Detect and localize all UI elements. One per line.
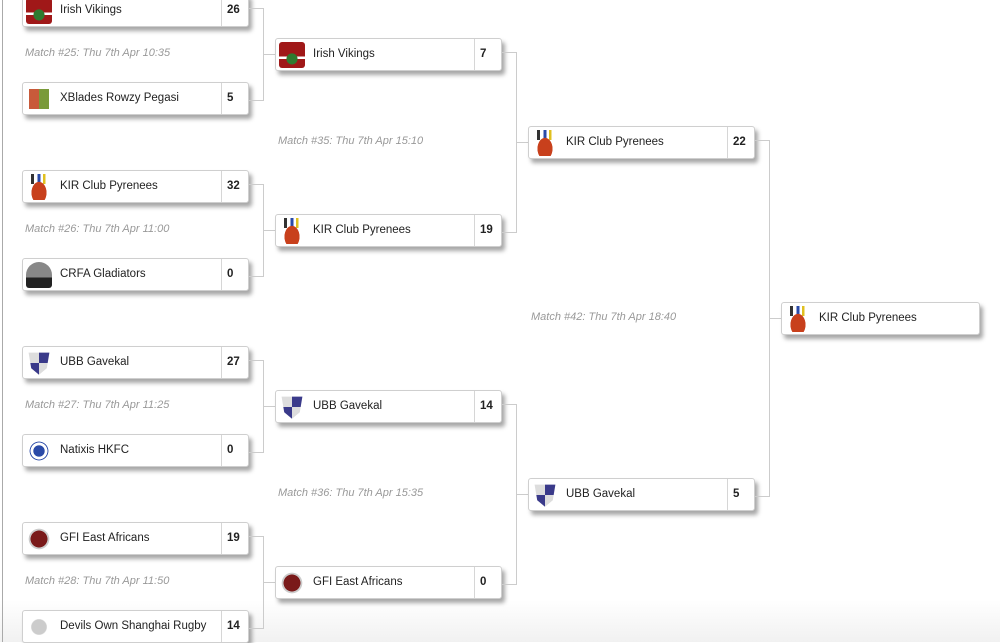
connector-line	[755, 140, 769, 141]
team-score: 14	[221, 611, 248, 642]
team-score: 19	[221, 523, 248, 554]
connector-line	[249, 276, 263, 277]
team-slot[interactable]: XBlades Rowzy Pegasi 5	[22, 82, 249, 115]
team-logo-icon	[534, 484, 556, 507]
team-slot[interactable]: Natixis HKFC 0	[22, 434, 249, 467]
connector-line	[263, 230, 275, 231]
team-slot[interactable]: Devils Own Shanghai Rugby 14	[22, 610, 249, 643]
team-name: KIR Club Pyrenees	[313, 224, 411, 236]
connector-line	[263, 406, 275, 407]
team-score: 0	[221, 435, 248, 466]
team-logo-icon	[532, 130, 558, 156]
match-label: Match #35: Thu 7th Apr 15:10	[278, 135, 424, 147]
connector-line	[249, 452, 263, 453]
team-slot[interactable]: KIR Club Pyrenees 32	[22, 170, 249, 203]
team-slot[interactable]: KIR Club Pyrenees 19	[275, 214, 502, 247]
team-logo-icon	[279, 570, 305, 596]
match-label: Match #42: Thu 7th Apr 18:40	[531, 311, 677, 323]
team-score: 0	[474, 567, 501, 598]
team-logo-icon	[281, 396, 303, 419]
connector-line	[263, 582, 275, 583]
team-logo-icon	[279, 218, 305, 244]
team-logo-icon	[279, 42, 305, 68]
match-label: Match #28: Thu 7th Apr 11:50	[25, 575, 170, 587]
team-logo-icon	[785, 306, 811, 332]
team-name: Irish Vikings	[313, 48, 375, 60]
connector-line	[249, 536, 263, 537]
team-slot[interactable]: GFI East Africans 19	[22, 522, 249, 555]
connector-line	[502, 232, 516, 233]
team-score: 5	[727, 479, 754, 510]
team-name: XBlades Rowzy Pegasi	[60, 92, 179, 104]
team-name: Natixis HKFC	[60, 444, 130, 456]
team-slot[interactable]: KIR Club Pyrenees 22	[528, 126, 755, 159]
team-name: CRFA Gladiators	[60, 268, 146, 280]
team-logo-icon	[26, 438, 52, 464]
team-logo-icon	[26, 614, 52, 640]
connector-line	[502, 584, 516, 585]
team-score: 14	[474, 391, 501, 422]
team-name: KIR Club Pyrenees	[819, 312, 917, 324]
connector-line	[502, 52, 516, 53]
team-logo-icon	[28, 352, 50, 375]
team-score: 26	[221, 0, 248, 26]
match-label: Match #36: Thu 7th Apr 15:35	[278, 487, 424, 499]
team-name: GFI East Africans	[313, 576, 403, 588]
team-name: KIR Club Pyrenees	[566, 136, 664, 148]
connector-line	[249, 360, 263, 361]
team-score: 7	[474, 39, 501, 70]
team-slot[interactable]: Irish Vikings 26	[22, 0, 249, 27]
team-logo-icon	[26, 262, 52, 288]
team-score: 32	[221, 171, 248, 202]
match-label: Match #26: Thu 7th Apr 11:00	[25, 223, 170, 235]
connector-line	[769, 318, 781, 319]
team-slot[interactable]: UBB Gavekal 5	[528, 478, 755, 511]
connector-line	[249, 8, 263, 9]
match-label: Match #25: Thu 7th Apr 10:35	[25, 47, 171, 59]
connector-line	[516, 494, 528, 495]
team-slot[interactable]: Irish Vikings 7	[275, 38, 502, 71]
team-name: GFI East Africans	[60, 532, 150, 544]
team-slot[interactable]: KIR Club Pyrenees	[781, 302, 980, 335]
team-name: UBB Gavekal	[313, 400, 383, 412]
team-name: Devils Own Shanghai Rugby	[60, 620, 207, 632]
connector-line	[249, 628, 263, 629]
team-slot[interactable]: CRFA Gladiators 0	[22, 258, 249, 291]
team-name: Irish Vikings	[60, 4, 122, 16]
team-slot[interactable]: UBB Gavekal 27	[22, 346, 249, 379]
team-score: 5	[221, 83, 248, 114]
connector-line	[502, 404, 516, 405]
team-score: 22	[727, 127, 754, 158]
team-logo-icon	[26, 0, 52, 24]
team-logo-icon	[26, 86, 52, 112]
team-score: 19	[474, 215, 501, 246]
team-name: UBB Gavekal	[566, 488, 636, 500]
match-label: Match #27: Thu 7th Apr 11:25	[25, 399, 170, 411]
connector-line	[249, 100, 263, 101]
connector-line	[249, 184, 263, 185]
connector-line	[263, 54, 275, 55]
team-score: 27	[221, 347, 248, 378]
team-score: 0	[221, 259, 248, 290]
connector-line	[516, 142, 528, 143]
connector-line	[755, 496, 769, 497]
team-name: UBB Gavekal	[60, 356, 130, 368]
team-logo-icon	[26, 174, 52, 200]
team-slot[interactable]: UBB Gavekal 14	[275, 390, 502, 423]
left-border	[2, 0, 3, 642]
team-logo-icon	[26, 526, 52, 552]
team-name: KIR Club Pyrenees	[60, 180, 158, 192]
team-slot[interactable]: GFI East Africans 0	[275, 566, 502, 599]
